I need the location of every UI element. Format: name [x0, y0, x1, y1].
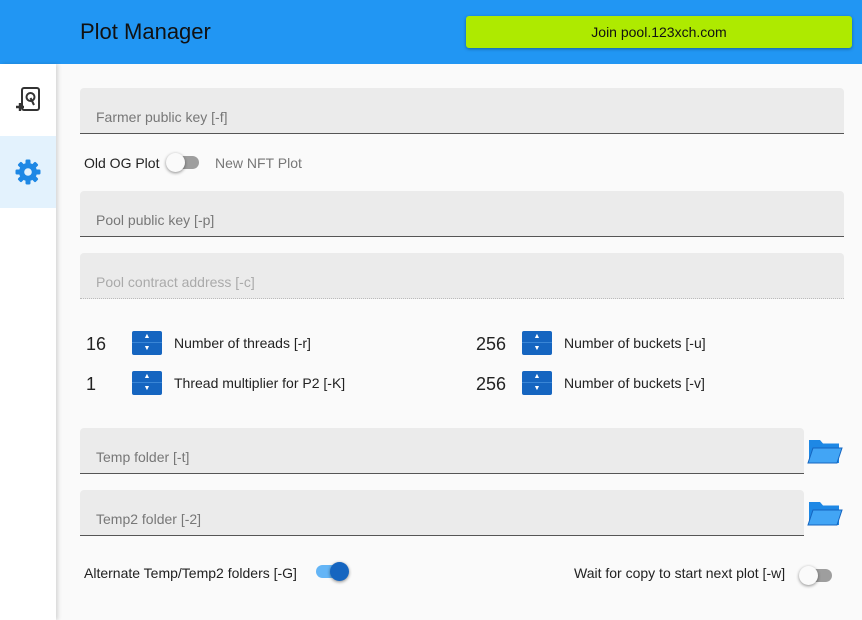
folder-icon [807, 440, 843, 464]
pool-contract-input[interactable]: Pool contract address [-c] [80, 253, 844, 299]
temp2-folder-input[interactable]: Temp2 folder [-2] [80, 490, 804, 536]
pool-key-input[interactable]: Pool public key [-p] [80, 191, 844, 237]
buckets-u-value: 256 [476, 334, 507, 354]
alternate-folders-toggle[interactable] [313, 562, 349, 582]
pool-contract-placeholder: Pool contract address [-c] [96, 274, 255, 290]
app-header: Plot Manager Join pool.123xch.com [0, 0, 862, 64]
chevron-up-icon[interactable]: ▲ [522, 371, 552, 383]
buckets-v-stepper[interactable]: ▲ ▼ [522, 371, 552, 395]
sidebar-item-create-plot[interactable] [0, 64, 56, 136]
chevron-down-icon[interactable]: ▼ [143, 385, 151, 392]
main-content: Farmer public key [-f] Old OG Plot New N… [56, 64, 862, 620]
add-plot-icon [16, 87, 40, 111]
threads-value: 16 [86, 334, 107, 354]
thread-multiplier-stepper[interactable]: ▲ ▼ [132, 371, 162, 395]
chevron-up-icon[interactable]: ▲ [132, 371, 162, 383]
pool-key-placeholder: Pool public key [-p] [96, 212, 215, 228]
temp2-folder-browse-button[interactable] [805, 495, 845, 531]
sidebar-item-settings[interactable] [0, 136, 56, 208]
buckets-u-label: Number of buckets [-u] [564, 335, 706, 351]
temp-folder-input[interactable]: Temp folder [-t] [80, 428, 804, 474]
gear-icon [15, 159, 41, 185]
chevron-up-icon[interactable]: ▲ [132, 331, 162, 343]
join-pool-button[interactable]: Join pool.123xch.com [466, 16, 852, 48]
buckets-u-stepper[interactable]: ▲ ▼ [522, 331, 552, 355]
farmer-key-input[interactable]: Farmer public key [-f] [80, 88, 844, 134]
wait-copy-toggle[interactable] [799, 566, 835, 586]
thread-multiplier-label: Thread multiplier for P2 [-K] [174, 375, 346, 391]
app-title: Plot Manager [80, 19, 211, 44]
threads-stepper[interactable]: ▲ ▼ [132, 331, 162, 355]
buckets-v-label: Number of buckets [-v] [564, 375, 705, 391]
plot-type-new-label: New NFT Plot [215, 155, 302, 171]
plot-type-toggle[interactable] [166, 153, 202, 173]
sidebar [0, 64, 56, 620]
wait-copy-label: Wait for copy to start next plot [-w] [574, 565, 786, 581]
temp2-folder-placeholder: Temp2 folder [-2] [96, 511, 202, 527]
threads-label: Number of threads [-r] [174, 335, 311, 351]
chevron-up-icon[interactable]: ▲ [522, 331, 552, 343]
alternate-folders-label: Alternate Temp/Temp2 folders [-G] [84, 565, 297, 581]
plot-type-old-label: Old OG Plot [84, 155, 160, 171]
farmer-key-placeholder: Farmer public key [-f] [96, 109, 228, 125]
temp-folder-placeholder: Temp folder [-t] [96, 449, 190, 465]
buckets-v-value: 256 [476, 374, 507, 394]
chevron-down-icon[interactable]: ▼ [533, 385, 541, 392]
chevron-down-icon[interactable]: ▼ [143, 345, 151, 352]
temp-folder-browse-button[interactable] [805, 433, 845, 469]
chevron-down-icon[interactable]: ▼ [533, 345, 541, 352]
folder-icon [807, 502, 843, 526]
thread-multiplier-value: 1 [86, 374, 97, 394]
